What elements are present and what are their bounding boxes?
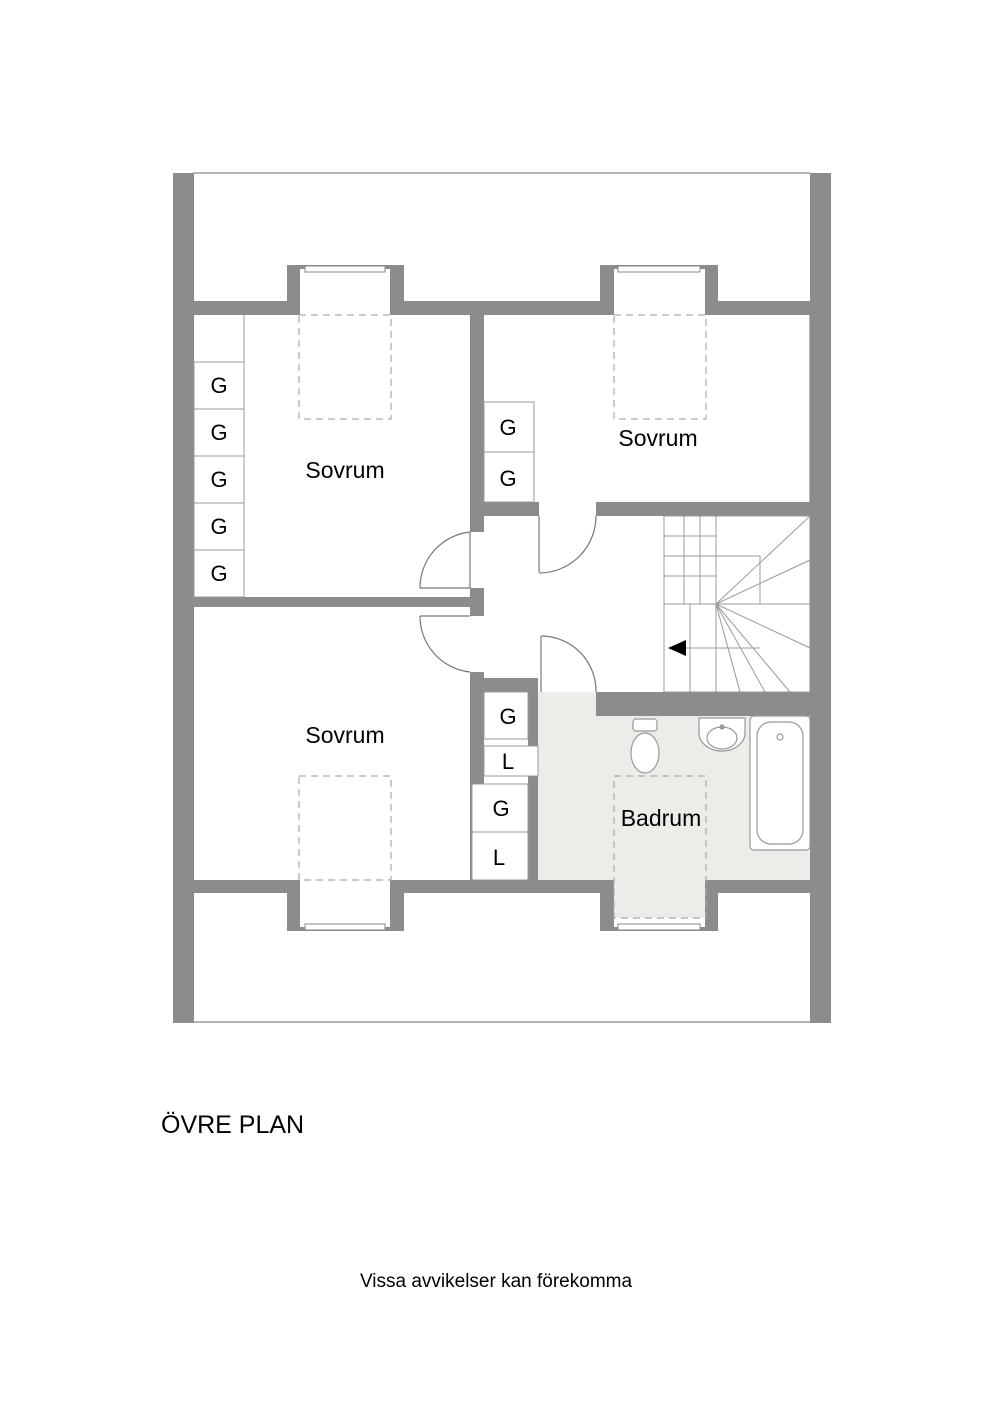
- closet-label: G: [210, 373, 227, 398]
- dormer-outlines: [298, 314, 707, 919]
- room-label-bedroom-top-left: Sovrum: [305, 457, 384, 483]
- room-label-bathroom: Badrum: [621, 805, 702, 831]
- window: [617, 265, 701, 273]
- bathroom-fixtures: [630, 715, 811, 851]
- closet-label: L: [502, 749, 514, 774]
- windows: [304, 265, 701, 931]
- closet-label: G: [499, 466, 516, 491]
- room-label-bedroom-bottom-left: Sovrum: [305, 722, 384, 748]
- closet-label: G: [492, 796, 509, 821]
- closets: [193, 361, 539, 881]
- walls: [173, 173, 831, 1023]
- disclaimer: Vissa avvikelser kan förekomma: [359, 1271, 633, 1292]
- window: [304, 265, 386, 273]
- closet-label: G: [210, 467, 227, 492]
- plan-title: ÖVRE PLAN: [161, 1111, 305, 1139]
- closet-label: G: [499, 415, 516, 440]
- closet-label: G: [210, 420, 227, 445]
- window: [617, 923, 701, 931]
- room-label-bedroom-top-right: Sovrum: [618, 425, 697, 451]
- stair-direction-arrow-icon: [668, 640, 686, 656]
- closet-label: G: [210, 561, 227, 586]
- door-swings: [419, 515, 597, 693]
- toilet-icon: [632, 718, 658, 732]
- closet-label: L: [493, 845, 505, 870]
- closet-label: G: [499, 704, 516, 729]
- window: [304, 923, 386, 931]
- staircase: [663, 515, 811, 693]
- closet-label: G: [210, 514, 227, 539]
